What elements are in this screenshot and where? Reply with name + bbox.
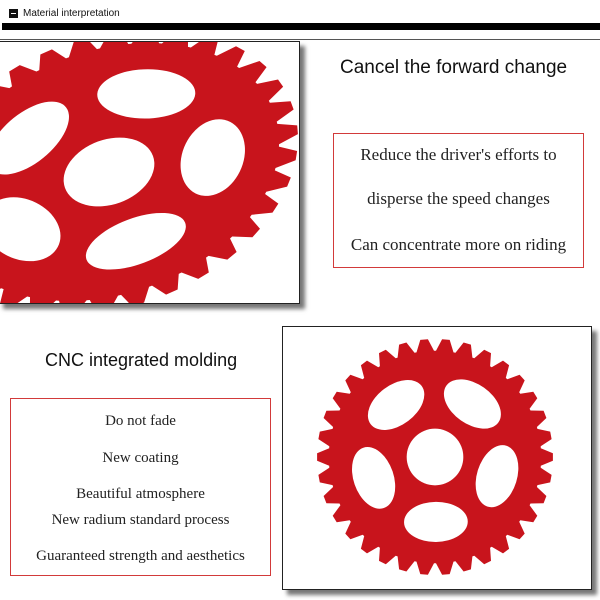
chainring-closeup-image bbox=[0, 42, 298, 303]
chainring-cutout bbox=[367, 380, 425, 430]
chainring-cutout bbox=[0, 197, 61, 262]
feature-line: disperse the speed changes bbox=[367, 189, 550, 208]
chainring-cutout bbox=[352, 447, 396, 509]
section1-feature-box: Reduce the driver's efforts to disperse … bbox=[333, 133, 584, 268]
section2-feature-box: Do not fade New coating Beautiful atmosp… bbox=[10, 398, 271, 576]
feature-line: Guaranteed strength and aesthetics bbox=[36, 548, 245, 564]
chainring-cutout bbox=[85, 212, 186, 270]
feature-line: New coating bbox=[102, 450, 179, 466]
chainring-front-image bbox=[317, 339, 553, 575]
section2-title: CNC integrated molding bbox=[45, 350, 238, 370]
feature-line: Do not fade bbox=[105, 413, 176, 429]
chainring-cutout bbox=[180, 119, 245, 196]
collapse-icon bbox=[9, 9, 18, 18]
divider bbox=[0, 39, 600, 40]
header-label: Material interpretation bbox=[23, 8, 120, 19]
header-bar bbox=[2, 23, 600, 30]
chainring-cutout bbox=[404, 501, 468, 542]
chainring-center-hole bbox=[63, 137, 155, 207]
section-header: Material interpretation bbox=[9, 8, 120, 19]
feature-line: Beautiful atmosphere bbox=[76, 486, 205, 502]
section1-title: Cancel the forward change bbox=[340, 57, 568, 78]
feature-line: Can concentrate more on riding bbox=[350, 235, 567, 254]
chainring-cutout bbox=[475, 445, 519, 508]
chainring-center-hole bbox=[406, 428, 464, 486]
feature-line: New radium standard process bbox=[51, 512, 230, 528]
chainring-closeup-photo bbox=[0, 41, 300, 304]
feature-line: Reduce the driver's efforts to bbox=[360, 145, 557, 164]
chainring-cutout bbox=[97, 69, 196, 119]
chainring-front-photo bbox=[282, 326, 592, 590]
chainring-cutout bbox=[0, 101, 69, 175]
chainring-cutout bbox=[443, 379, 501, 429]
